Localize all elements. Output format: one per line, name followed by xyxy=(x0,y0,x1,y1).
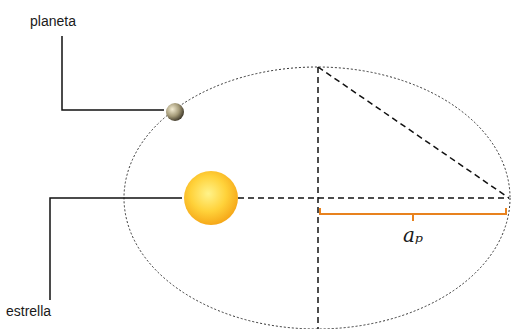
planet-leader xyxy=(62,36,164,110)
semi-major-bracket xyxy=(320,208,506,221)
star xyxy=(184,171,238,225)
callout-label: estrella xyxy=(6,304,51,319)
planet xyxy=(166,103,184,121)
callout-label: planeta xyxy=(30,14,76,29)
diagonal-line xyxy=(318,67,509,198)
dimension-label: aₚ xyxy=(403,224,423,246)
minor-axis xyxy=(317,67,319,329)
star-leader xyxy=(50,198,182,300)
major-axis xyxy=(238,197,509,199)
